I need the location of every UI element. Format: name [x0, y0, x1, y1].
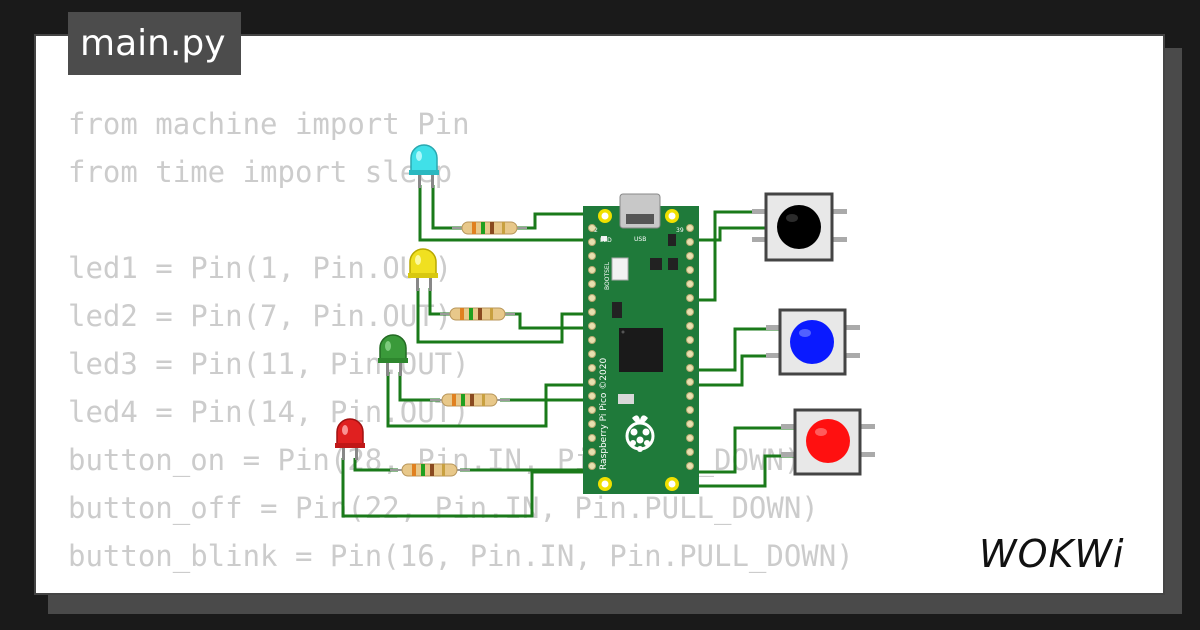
push-button-black[interactable] [752, 192, 847, 262]
left-header-pins [588, 224, 596, 470]
code-line: button_off = Pin(22, Pin.IN, Pin.PULL_DO… [68, 491, 819, 525]
code-line: led2 = Pin(7, Pin.OUT) [68, 299, 453, 333]
push-button-blue[interactable] [766, 308, 860, 376]
push-button-red[interactable] [781, 408, 875, 476]
file-tab[interactable]: main.py [68, 12, 241, 75]
resistor-3-icon [430, 393, 510, 407]
resistor-4-icon [390, 463, 470, 477]
code-line: button_blink = Pin(16, Pin.IN, Pin.PULL_… [68, 539, 854, 573]
resistor-1-icon [452, 221, 527, 235]
led-label: LED [600, 237, 612, 244]
resistor-2-icon [440, 307, 515, 321]
code-line: from machine import Pin [68, 107, 470, 141]
button-cap-blue-icon [790, 320, 834, 364]
led-yellow-icon[interactable] [408, 248, 438, 291]
mounting-holes [598, 209, 679, 491]
bootsel-label: BOOTSEL [604, 261, 611, 290]
led-green-icon[interactable] [378, 334, 408, 376]
file-tab-label: main.py [80, 23, 226, 64]
led-red-icon[interactable] [335, 418, 365, 460]
raspberry-logo-icon [625, 415, 655, 452]
right-header-pins [686, 224, 694, 470]
wokwi-logo-text: WOKWi [979, 532, 1125, 576]
pin-1-label: 1 [604, 213, 608, 220]
board-silkscreen: Raspberry Pi Pico ©2020 [599, 358, 609, 470]
pin-39-label: 39 [676, 227, 684, 234]
wokwi-logo: WOKWi [979, 532, 1125, 576]
usb-label: USB [634, 236, 646, 243]
pin-2-label: 2 [594, 227, 598, 234]
led-cyan-icon[interactable] [409, 144, 439, 188]
bootsel-button[interactable] [611, 257, 629, 281]
onboard-led-icon [601, 236, 607, 241]
button-cap-black-icon [777, 205, 821, 249]
button-cap-red-icon [806, 419, 850, 463]
rp2040-chip [619, 328, 663, 372]
pico-board[interactable]: 1 2 39 LED USB BOOTSEL Raspberry Pi Pico… [583, 193, 699, 494]
